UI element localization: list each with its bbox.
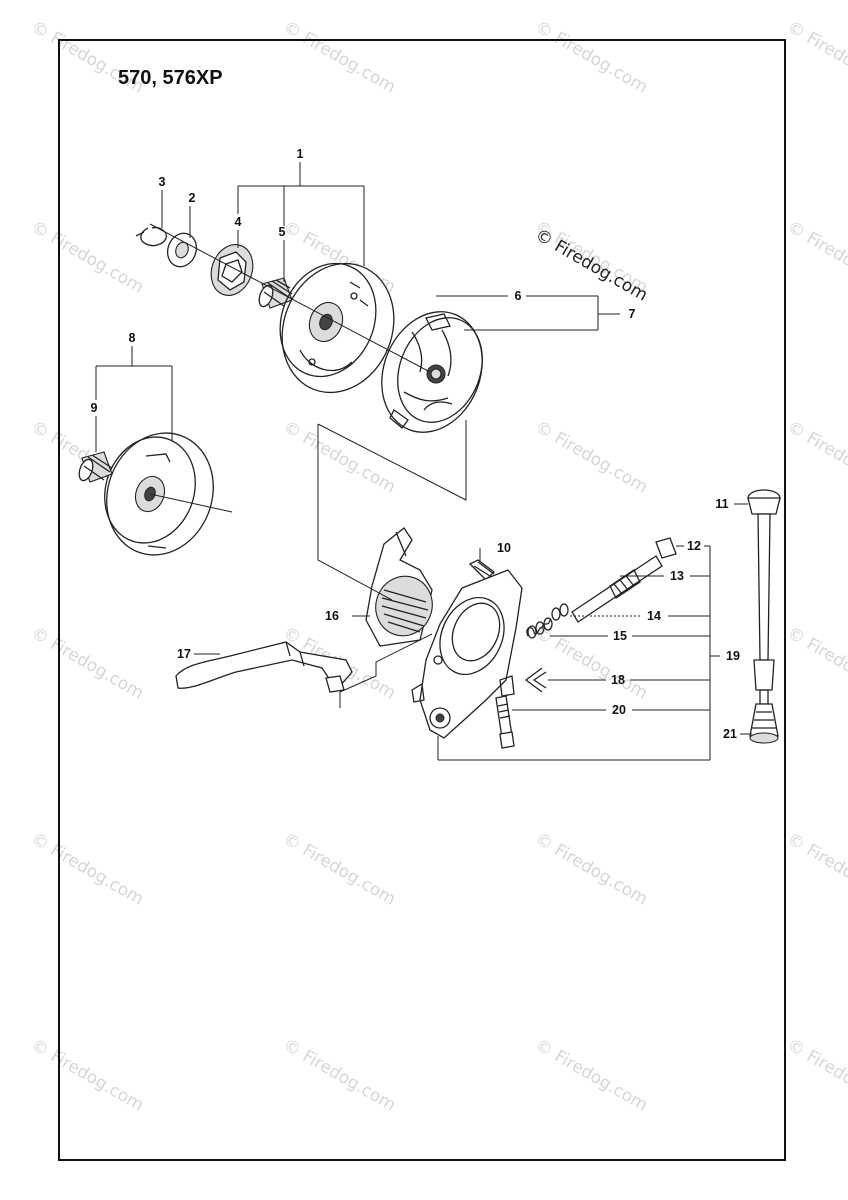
- callout-21: 21: [723, 727, 737, 741]
- part-10-screw[interactable]: [468, 559, 495, 581]
- callout-3: 3: [159, 175, 166, 189]
- callout-5: 5: [279, 225, 286, 239]
- part-11-stud[interactable]: [747, 489, 781, 705]
- diagram-title: 570, 576XP: [118, 67, 223, 89]
- callout-labels: 1 2 3 4 5 6 7 8 9 10 11 12 13 14 15 16 1…: [91, 147, 740, 741]
- watermark-text: © Firedog.com: [784, 417, 848, 498]
- callout-7: 7: [629, 307, 636, 321]
- diagram-frame: [58, 39, 786, 1161]
- part-13-pump-plunger[interactable]: [571, 555, 663, 623]
- watermark-text: © Firedog.com: [280, 417, 399, 498]
- part-5-needle-bearing[interactable]: [257, 277, 293, 309]
- watermark-text: © Firedog.com: [28, 1035, 147, 1116]
- watermark-text: © Firedog.com: [28, 217, 147, 298]
- callout-12: 12: [687, 539, 701, 553]
- callout-6: 6: [515, 289, 522, 303]
- watermark-layer: © Firedog.com © Firedog.com © Firedog.com ©…: [28, 17, 848, 1116]
- part-16-worm-gear[interactable]: [365, 527, 441, 647]
- callout-15: 15: [613, 629, 627, 643]
- callout-19: 19: [726, 649, 740, 663]
- part-17-oil-hose[interactable]: [175, 641, 353, 693]
- callout-13: 13: [670, 569, 684, 583]
- callout-2: 2: [189, 191, 196, 205]
- part-21-nut[interactable]: [749, 703, 779, 744]
- callout-11: 11: [715, 497, 728, 511]
- callout-14: 14: [647, 609, 661, 623]
- watermark-text: © Firedog.com: [28, 829, 147, 910]
- callout-20: 20: [612, 703, 626, 717]
- callout-17: 17: [177, 647, 191, 661]
- leader-lines: [95, 162, 752, 761]
- part-2-washer[interactable]: [163, 229, 201, 271]
- copyright-text: © Firedog.com: [532, 225, 651, 306]
- part-14-washer[interactable]: [551, 603, 569, 621]
- watermark-text: © Firedog.com: [532, 417, 651, 498]
- watermark-text: © Firedog.com: [280, 1035, 399, 1116]
- part-20-adjustment-screw[interactable]: [495, 695, 515, 749]
- watermark-text: © Firedog.com: [280, 17, 399, 98]
- part-18-clip[interactable]: [524, 667, 547, 693]
- part-3-circlip[interactable]: [135, 226, 167, 247]
- watermark-text: © Firedog.com: [532, 623, 651, 704]
- watermark-text: © Firedog.com: [280, 829, 399, 910]
- part-9-needle-bearing[interactable]: [77, 451, 113, 483]
- callout-9: 9: [91, 401, 98, 415]
- watermark-text: © Firedog.com: [784, 1035, 848, 1116]
- watermark-text: © Firedog.com: [784, 17, 848, 98]
- watermark-text: © Firedog.com: [784, 623, 848, 704]
- part-4-rim-sprocket[interactable]: [204, 239, 259, 302]
- callout-1: 1: [297, 147, 304, 161]
- part-15-spring[interactable]: [526, 617, 553, 639]
- watermark-text: © Firedog.com: [784, 217, 848, 298]
- watermark-text: © Firedog.com: [28, 623, 147, 704]
- callout-8: 8: [129, 331, 136, 345]
- callout-10: 10: [497, 541, 511, 555]
- watermark-text: © Firedog.com: [532, 1035, 651, 1116]
- part-1-clutch-drum[interactable]: [263, 247, 413, 410]
- callout-16: 16: [325, 609, 339, 623]
- callout-4: 4: [235, 215, 242, 229]
- watermark-text: © Firedog.com: [532, 17, 651, 98]
- watermark-text: © Firedog.com: [784, 829, 848, 910]
- part-8-clutch-drum[interactable]: [90, 418, 230, 570]
- callout-18: 18: [611, 673, 625, 687]
- part-19-oil-pump-housing[interactable]: [411, 569, 523, 739]
- part-12-end-cap[interactable]: [655, 537, 677, 559]
- part-6-clutch-assembly[interactable]: [364, 297, 499, 448]
- watermark-text: © Firedog.com: [532, 829, 651, 910]
